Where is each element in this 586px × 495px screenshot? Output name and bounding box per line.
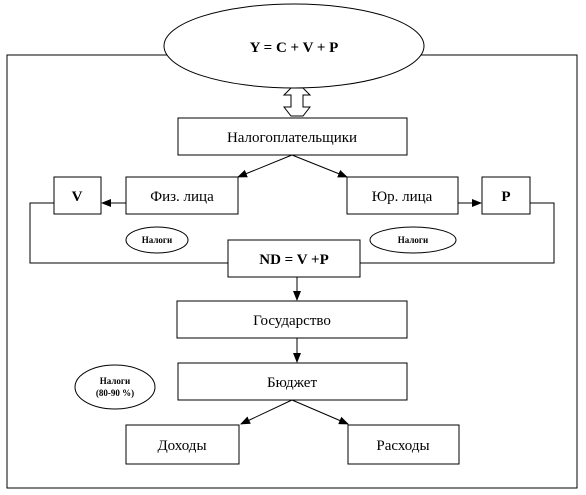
taxpayers-box	[177, 117, 408, 156]
revenues-box	[125, 424, 240, 465]
taxpayers-label: Налогоплательщики	[227, 130, 357, 146]
taxes-share-label-line1: Налоги	[100, 376, 130, 386]
state-box	[176, 300, 408, 339]
taxes-share-ellipse	[74, 364, 156, 410]
arrow-to-revenues	[240, 399, 293, 425]
formula-top-text: Y = C + V + P	[250, 40, 339, 56]
legal-entities-box	[346, 176, 459, 215]
nd-box	[227, 239, 361, 278]
legal-entities-label: Юр. лица	[372, 189, 433, 205]
arrow-to-individuals	[237, 154, 293, 178]
individuals-box	[125, 176, 239, 215]
budget-label: Бюджет	[267, 375, 318, 391]
v-label: V	[72, 189, 83, 205]
state-label: Государство	[253, 313, 331, 329]
taxes-left-label: Налоги	[142, 235, 172, 245]
connector-p-to-nd	[360, 202, 555, 264]
taxes-right-ellipse	[369, 226, 457, 254]
p-label: P	[501, 189, 510, 205]
revenues-label: Доходы	[157, 438, 206, 454]
expenses-label: Расходы	[376, 438, 429, 454]
budget-box	[177, 362, 408, 401]
connector-v-to-nd	[29, 202, 228, 264]
nd-label: ND = V +P	[259, 252, 328, 268]
v-box	[53, 176, 102, 215]
p-box	[481, 176, 531, 215]
arrow-to-expenses	[291, 399, 349, 425]
arrow-to-legal-entities	[291, 154, 348, 178]
taxes-left-ellipse	[125, 226, 189, 254]
taxes-share-label-line2: (80-90 %)	[96, 388, 134, 398]
double-arrow-icon	[282, 87, 312, 117]
expenses-box	[347, 424, 460, 465]
individuals-label: Физ. лица	[150, 189, 214, 205]
taxes-right-label: Налоги	[398, 235, 428, 245]
